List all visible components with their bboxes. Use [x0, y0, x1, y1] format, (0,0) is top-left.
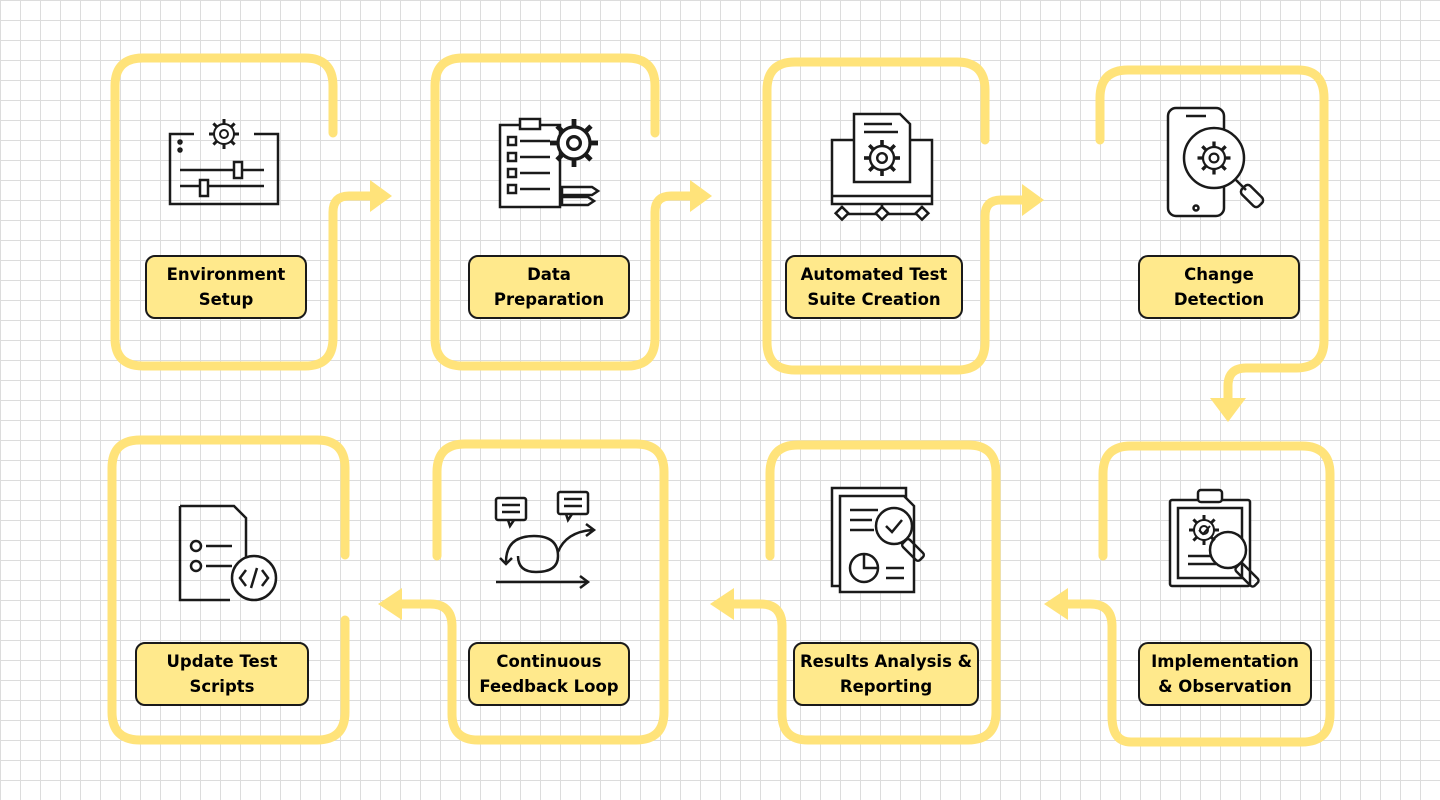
- label-line: Detection: [1173, 290, 1265, 309]
- label-line: Reporting: [839, 677, 933, 696]
- label-change-detection: Change Detection: [1138, 255, 1300, 319]
- settings-panel-icon: [168, 117, 280, 206]
- arrowhead-3: [1022, 184, 1044, 216]
- report-magnifier-icon: [830, 486, 926, 594]
- label-line: Feedback Loop: [479, 677, 619, 696]
- label-line: Preparation: [493, 290, 605, 309]
- label-line: Environment: [166, 265, 286, 284]
- label-line: Continuous: [496, 652, 602, 671]
- arrowhead-1: [370, 180, 392, 212]
- arrowhead-7: [378, 588, 402, 620]
- label-line: Setup: [198, 290, 254, 309]
- frame-implementation: [1061, 441, 1335, 747]
- label-update-test-scripts: Update Test Scripts: [135, 642, 309, 706]
- label-automated-test-suite-creation: Automated Test Suite Creation: [785, 255, 963, 319]
- clipboard-search-icon: [1168, 488, 1260, 588]
- frame-continuous-feedback: [395, 439, 669, 745]
- feedback-loop-arrows-icon: [494, 490, 597, 589]
- document-code-refresh-icon: [178, 504, 278, 602]
- label-line: Update Test: [166, 652, 278, 671]
- monitor-document-gear-icon: [830, 112, 934, 222]
- label-line: Automated Test: [800, 265, 948, 284]
- frame-results-analysis: [727, 440, 1001, 745]
- label-data-preparation: Data Preparation: [468, 255, 630, 319]
- label-line: Results Analysis &: [799, 652, 973, 671]
- label-implementation-observation: Implementation & Observation: [1138, 642, 1312, 706]
- clipboard-gear-icon: [498, 119, 598, 209]
- frame-automated-test-suite: [762, 57, 1029, 375]
- label-line: Suite Creation: [807, 290, 941, 309]
- label-line: Scripts: [189, 677, 255, 696]
- frame-change-detection: [1095, 65, 1329, 405]
- frame-environment-setup: [110, 53, 377, 371]
- label-continuous-feedback-loop: Continuous Feedback Loop: [468, 642, 630, 706]
- label-line: Implementation: [1151, 652, 1299, 671]
- frame-update-test-scripts: [107, 435, 350, 745]
- label-environment-setup: Environment Setup: [145, 255, 307, 319]
- arrowhead-6: [710, 588, 734, 620]
- phone-gear-search-icon: [1166, 106, 1265, 218]
- label-line: Data: [527, 265, 571, 284]
- arrowhead-2: [690, 180, 712, 212]
- arrowhead-4: [1210, 398, 1246, 422]
- arrowhead-5: [1044, 588, 1068, 620]
- label-line: & Observation: [1158, 677, 1292, 696]
- label-line: Change: [1184, 265, 1254, 284]
- frame-data-preparation: [430, 53, 697, 371]
- label-results-analysis-reporting: Results Analysis & Reporting: [793, 642, 979, 706]
